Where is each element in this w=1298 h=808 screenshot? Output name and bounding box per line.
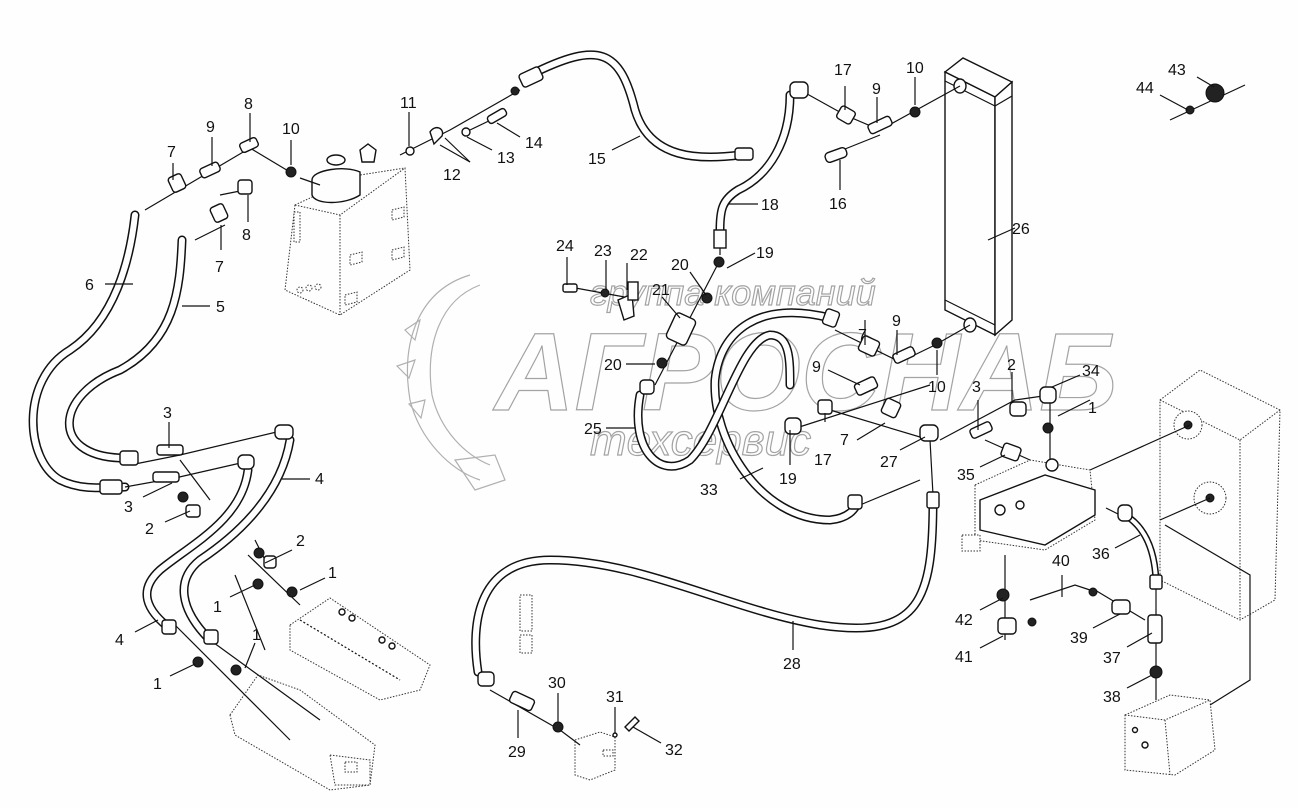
callout-14: 14 [525,135,543,152]
callout-2: 2 [296,533,305,550]
callout-41: 41 [955,649,973,666]
callout-32: 32 [665,742,683,759]
fittings [99,66,1225,738]
callout-3: 3 [163,405,172,422]
callout-6: 6 [85,277,94,294]
callout-8: 8 [244,96,253,113]
callout-28: 28 [783,656,801,673]
callout-39: 39 [1070,630,1088,647]
callout-27: 27 [880,454,898,471]
callout-8: 8 [242,227,251,244]
callout-10: 10 [282,121,300,138]
callout-11: 11 [400,95,417,112]
callout-43: 43 [1168,62,1186,79]
callout-4: 4 [315,471,324,488]
callout-1: 1 [153,676,162,693]
hose-18 [715,90,795,235]
callout-3: 3 [124,499,133,516]
control-valve-upper [289,597,431,701]
watermark-logo-wreath [395,274,506,491]
callout-13: 13 [497,150,515,167]
hydraulic-pump [961,458,1096,552]
callout-29: 29 [508,744,526,761]
callout-19: 19 [779,471,797,488]
callout-9: 9 [892,313,901,330]
control-valve-lower [229,674,376,791]
callout-35: 35 [957,467,975,484]
callout-2: 2 [145,521,154,538]
callout-10: 10 [906,60,924,77]
hoses [28,50,1160,677]
callout-5: 5 [216,299,225,316]
callout-7: 7 [167,144,176,161]
callout-7: 7 [215,259,224,276]
callout-31: 31 [606,689,624,706]
callout-9: 9 [812,359,821,376]
hydraulic-tank [284,143,411,316]
callout-30: 30 [548,675,566,692]
callout-26: 26 [1012,221,1030,238]
callout-7: 7 [858,327,867,344]
callout-42: 42 [955,612,973,629]
callout-33: 33 [700,482,718,499]
callout-17: 17 [834,62,852,79]
callout-20: 20 [671,257,689,274]
callout-19: 19 [756,245,774,262]
callout-1: 1 [328,565,337,582]
tank-filter-head [311,143,377,204]
callout-1: 1 [252,627,261,644]
callout-10: 10 [928,379,946,396]
callout-40: 40 [1052,553,1070,570]
callout-21: 21 [652,282,670,299]
callout-9: 9 [206,119,215,136]
callout-4: 4 [115,632,124,649]
transfer-gearbox [1159,369,1281,621]
callout-1: 1 [1088,400,1097,417]
callout-2: 2 [1007,357,1016,374]
callouts: 1 1 1 1 1 2 2 2 3 3 3 4 4 5 6 7 7 7 7 8 … [85,60,1215,761]
callout-25: 25 [584,421,602,438]
callout-9: 9 [872,81,881,98]
callout-3: 3 [972,379,981,396]
callout-36: 36 [1092,546,1110,563]
callout-16: 16 [829,196,847,213]
callout-12: 12 [443,167,461,184]
callout-18: 18 [761,197,779,214]
callout-20: 20 [604,357,622,374]
callout-7: 7 [840,432,849,449]
callout-1: 1 [213,599,222,616]
callout-22: 22 [630,247,648,264]
solenoid-block [519,594,616,781]
hose-28 [471,495,938,677]
callout-37: 37 [1103,650,1121,667]
callout-44: 44 [1136,80,1154,97]
callout-23: 23 [594,243,612,260]
callout-34: 34 [1082,363,1100,380]
callout-38: 38 [1103,689,1121,706]
oil-cooler [943,57,1014,337]
hose-4b [142,465,253,635]
callout-15: 15 [588,151,606,168]
hydraulic-motor [1124,694,1216,776]
callout-17: 17 [814,452,832,469]
callout-24: 24 [556,238,574,255]
